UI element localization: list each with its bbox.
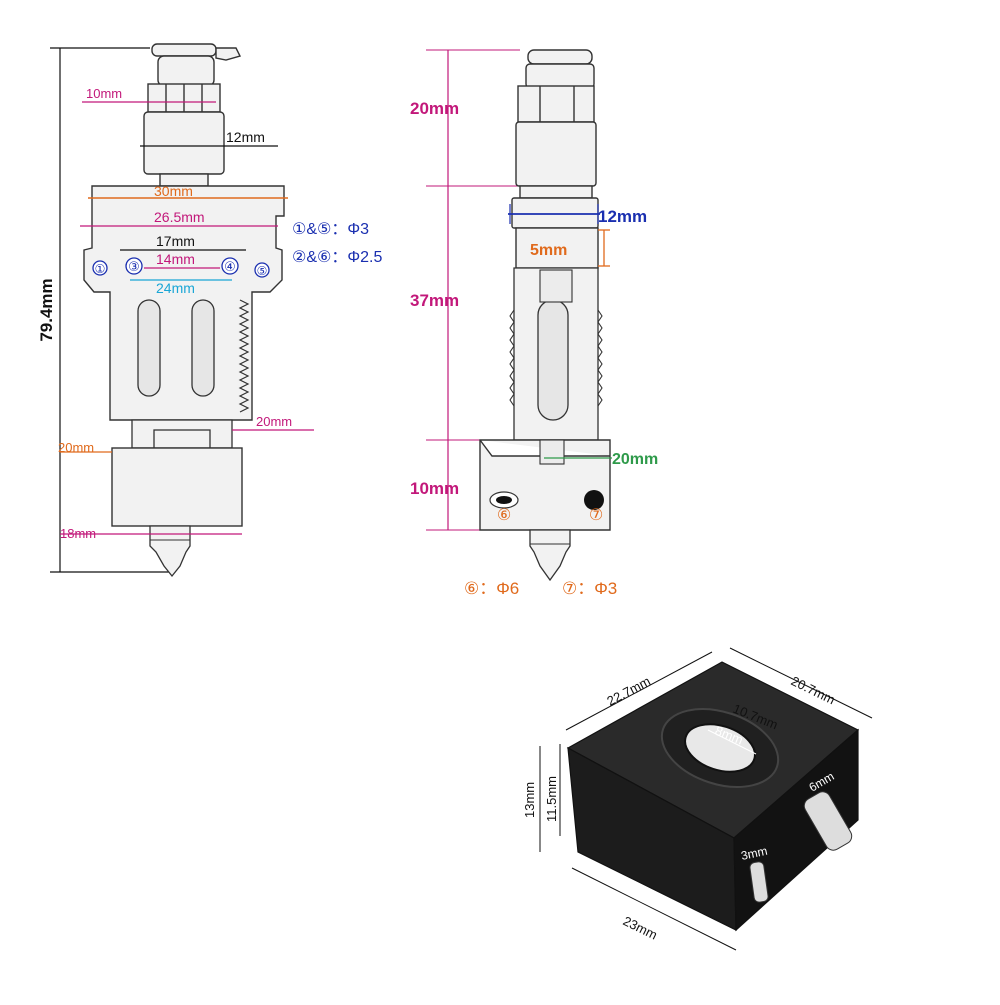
sock-front-width-label: 23mm	[621, 913, 660, 942]
side-nut-width-label: 12mm	[598, 207, 647, 226]
side-fitting	[511, 49, 599, 269]
hole-span-inner-label: 14mm	[156, 251, 195, 267]
hole-5-label: ⑤	[257, 264, 268, 278]
heatsink-side-label: 20mm	[256, 414, 292, 429]
sock-dimension-lines	[539, 647, 873, 951]
block-height-side-label: 10mm	[410, 479, 459, 498]
push-fitting	[143, 43, 242, 187]
sock-slot-small-label: 3mm	[740, 844, 769, 863]
fitting-width-label: 10mm	[86, 86, 122, 101]
hole-spec-line2: ②&⑥：Φ2.5	[292, 249, 382, 266]
block-width-label: 18mm	[60, 526, 96, 541]
plate-inner-width-label: 26.5mm	[154, 209, 205, 225]
hole-1-label: ①	[95, 262, 106, 276]
total-height-dimension	[50, 47, 170, 573]
mid-height-label: 37mm	[410, 291, 459, 310]
nozzle	[149, 525, 191, 578]
nut-width-label: 12mm	[226, 129, 265, 145]
heater-block	[111, 447, 243, 527]
plate-width-label: 30mm	[154, 183, 193, 199]
sock-slot-small	[749, 861, 769, 903]
mount-plate	[83, 185, 285, 421]
side-slot	[537, 299, 569, 421]
heatsink-slot-right	[191, 299, 215, 397]
side-view: 20mm 37mm 10mm ⑥ ⑦	[410, 49, 658, 582]
hole-spec-line1: ①&⑤：Φ3	[292, 221, 369, 238]
side-fins	[509, 309, 603, 407]
port-7-spec: ⑦：Φ3	[562, 579, 617, 598]
heatsink-fins	[238, 299, 250, 413]
silicone-sock	[566, 661, 860, 932]
port-6-spec: ⑥：Φ6	[464, 579, 519, 598]
gap-label: 5mm	[530, 242, 567, 259]
block-depth-label: 20mm	[612, 451, 658, 468]
sock-height-inner-label: 11.5mm	[544, 776, 559, 822]
front-view: 79.4mm ① ③ ④ ⑤	[37, 43, 314, 578]
sock-slot-large	[803, 791, 853, 851]
side-nozzle	[529, 529, 571, 582]
heater-throat	[131, 419, 233, 449]
heatsink-slot-left	[137, 299, 161, 397]
side-heater-block	[479, 439, 611, 531]
port-7-label: ⑦	[589, 507, 603, 524]
block-height-label: 20mm	[58, 440, 94, 455]
bracket-width-label: 24mm	[156, 280, 195, 296]
port-7-hole	[584, 490, 604, 510]
hole-3-label: ③	[128, 259, 140, 274]
sock-length-label: 22.7mm	[604, 673, 653, 708]
sock-height-outer-label: 13mm	[522, 782, 537, 818]
hole-span-outer-label: 17mm	[156, 233, 195, 249]
top-height-label: 20mm	[410, 99, 459, 118]
side-throat	[539, 269, 573, 303]
total-height-label: 79.4mm	[37, 278, 56, 341]
port-6-label: ⑥	[497, 507, 511, 524]
sock-nozzle-hole	[684, 723, 756, 773]
hole-4-label: ④	[224, 259, 236, 274]
mount-holes	[92, 257, 270, 278]
